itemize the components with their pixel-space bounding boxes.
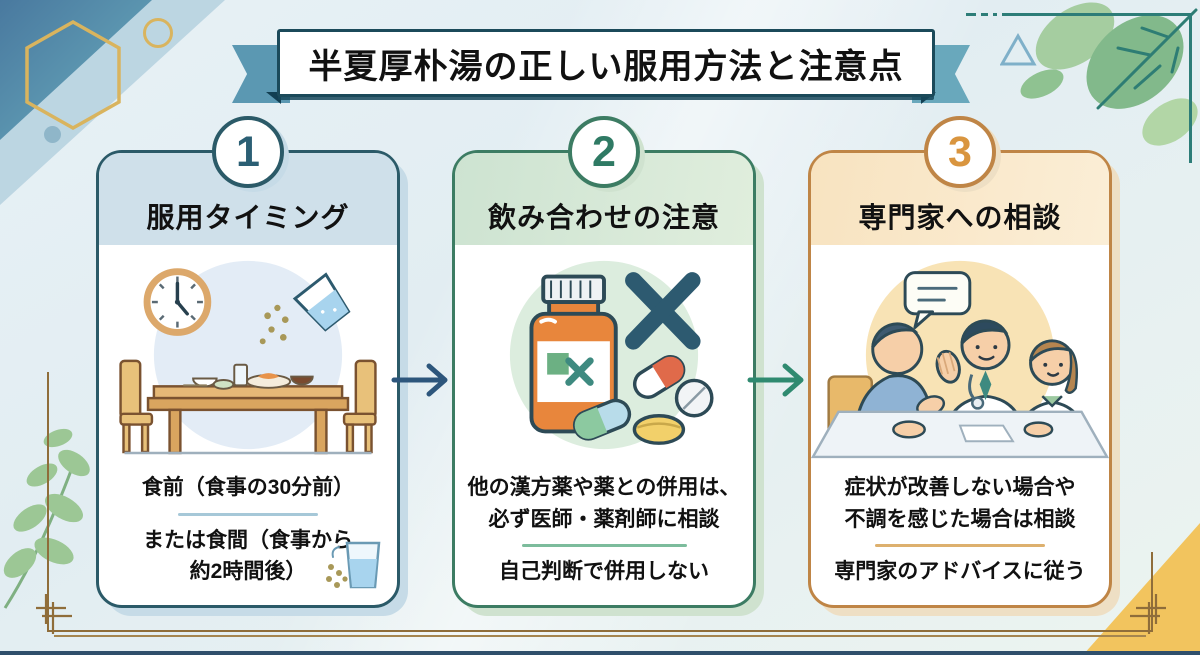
card-text-top: 食前（食事の30分前） [141, 476, 355, 499]
circle-outline-decoration [143, 18, 173, 48]
card-text-bottom: 自己判断で併用しない [499, 560, 709, 583]
triangle-outline-decoration [1000, 32, 1037, 66]
card-heading-text: 専門家への相談 [858, 202, 1062, 233]
no-mixing-x-icon [625, 272, 701, 350]
pill-bottle-icon [529, 274, 618, 434]
card-text-bottom: または食間（食事から 約2時間後） [143, 528, 353, 584]
step-number-badge-3: 3 [924, 116, 996, 188]
bottom-edge-strip [0, 651, 1200, 655]
medicine-granules [259, 304, 289, 345]
pill-bottle-no-mixing-illustration [509, 260, 714, 450]
frame-line-tan [48, 630, 1152, 632]
step-number-badge-1: 1 [212, 116, 284, 188]
rx-label-icon [547, 353, 569, 375]
doctor-pharmacist-consultation-illustration [810, 260, 1110, 459]
card-heading-text: 飲み合わせの注意 [487, 202, 720, 233]
pouring-water-glass-icon [259, 272, 351, 345]
capsule-icon [632, 354, 686, 399]
dot-decoration [44, 126, 61, 143]
step-number: 1 [236, 127, 260, 176]
consultation-table-icon [810, 410, 1110, 459]
frame-line-tan-right [1151, 552, 1153, 632]
frame-line-tan [54, 635, 1146, 637]
frame-corner-ornament-left [36, 594, 72, 634]
title-banner: 半夏厚朴湯の正しい服用方法と注意点 [277, 29, 935, 97]
step-card-2: 2 飲み合わせの注意 [452, 116, 756, 608]
divider [875, 544, 1045, 547]
step-card-1: 1 服用タイミング [96, 116, 400, 608]
branch-decoration [3, 428, 90, 609]
step-number: 2 [592, 127, 616, 176]
dining-table-icon [146, 385, 350, 455]
card-text-top: 症状が改善しない場合や 不調を感じた場合は相談 [844, 476, 1076, 531]
leaves-decoration [1000, 2, 1198, 146]
frame-dash [981, 13, 988, 16]
hexagon-outline-decoration [25, 19, 121, 131]
frame-dash [966, 13, 976, 16]
step-number: 3 [948, 127, 972, 176]
frame-line-teal-vertical [1189, 13, 1192, 163]
card-heading-text: 服用タイミング [146, 202, 350, 233]
card-text-top: 他の漢方薬や薬との併用は、 必ず医師・薬剤師に相談 [467, 476, 741, 531]
speech-bubble-icon [903, 271, 972, 330]
water-glass-granules-icon [326, 541, 381, 589]
card-text-bottom: 専門家のアドバイスに従う [834, 560, 1086, 583]
capsule-icon-2 [572, 398, 632, 441]
yellow-tablet-icon [632, 414, 686, 445]
frame-line-teal-horizontal [1002, 13, 1192, 16]
card-text-1: 食前（食事の30分前） または食間（食事から 約2時間後） [99, 464, 397, 588]
card-text-2: 他の漢方薬や薬との併用は、 必ず医師・薬剤師に相談 自己判断で併用しない [455, 464, 753, 588]
frame-corner-ornament-right [1130, 594, 1166, 634]
step-card-3: 3 専門家への相談 [808, 116, 1112, 608]
divider [521, 544, 687, 547]
meal-icons [183, 363, 314, 390]
card-text-3: 症状が改善しない場合や 不調を感じた場合は相談 専門家のアドバイスに従う [811, 464, 1109, 588]
clock-icon [143, 268, 212, 336]
step-number-badge-2: 2 [568, 116, 640, 188]
frame-line-tan-left [47, 372, 49, 632]
page-title: 半夏厚朴湯の正しい服用方法と注意点 [308, 47, 904, 86]
raised-hand [935, 349, 961, 384]
divider [178, 512, 318, 516]
dining-table-clock-medicine-illustration [119, 260, 377, 455]
frame-dash [993, 13, 997, 16]
arrow-right-icon-1 [391, 363, 448, 397]
arrow-right-icon-2 [747, 363, 804, 397]
